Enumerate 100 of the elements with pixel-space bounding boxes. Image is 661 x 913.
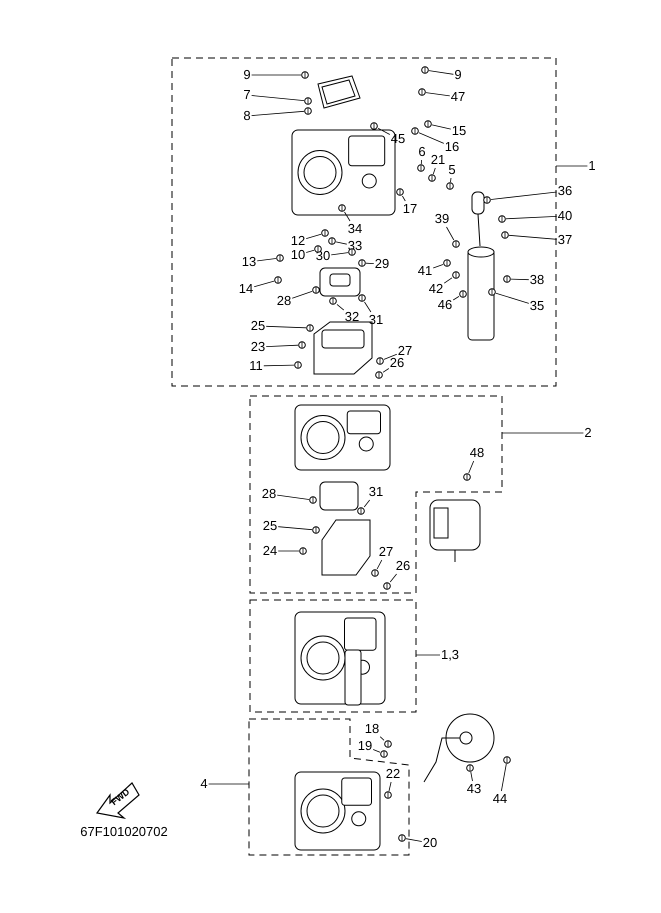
callout-number: 26 [396, 559, 410, 573]
part-icon [274, 276, 282, 284]
leader-line [266, 344, 298, 347]
callout-number: 5 [448, 163, 456, 177]
part-icon [329, 297, 337, 305]
leader-line [506, 216, 558, 220]
callout-number: 18 [364, 722, 380, 736]
leader-line [306, 234, 322, 239]
part-icon [298, 341, 306, 349]
part-icon [276, 254, 284, 262]
leader-line [251, 95, 304, 101]
callout-number: 17 [402, 202, 418, 216]
leader-line [426, 92, 450, 96]
callout-number: 27 [378, 545, 394, 559]
part-icon [299, 547, 307, 555]
callout-number: 41 [418, 264, 432, 278]
callout-number: 19 [358, 739, 372, 753]
callout-number: 42 [428, 282, 444, 296]
leader-line [432, 168, 436, 174]
part-icon [304, 97, 312, 105]
callout-number: 39 [434, 212, 450, 226]
part-icon [396, 188, 404, 196]
part-icon [312, 286, 320, 294]
leader-line [380, 736, 384, 741]
leader-line [388, 782, 392, 792]
part-icon [384, 791, 392, 799]
callout-number: 48 [470, 446, 484, 460]
part-icon [418, 88, 426, 96]
leader-line [306, 250, 314, 253]
leader-line [372, 749, 380, 753]
part-icon [309, 496, 317, 504]
callout-number: 8 [243, 109, 251, 123]
leader-line [432, 264, 444, 268]
leader-line [366, 262, 374, 264]
callout-number: 36 [558, 184, 572, 198]
callout-number: 25 [262, 519, 278, 533]
leader-line [378, 128, 390, 135]
leader-line [416, 654, 440, 656]
callout-number: 13 [242, 255, 256, 269]
callout-number: 46 [438, 298, 452, 312]
callout-number: 25 [250, 319, 266, 333]
callout-number: 28 [262, 487, 276, 501]
part-icon [338, 204, 346, 212]
part-icon [459, 290, 467, 298]
leader-line [446, 226, 454, 240]
leader-line [501, 764, 507, 792]
callout-number: 1,3 [440, 648, 460, 662]
callout-number: 14 [238, 282, 254, 296]
leader-line [418, 132, 444, 144]
callout-number: 6 [418, 145, 426, 159]
part-icon [384, 740, 392, 748]
part-icon [466, 764, 474, 772]
callout-number: 9 [454, 68, 462, 82]
callout-number: 4 [200, 777, 208, 791]
leader-line [278, 526, 312, 530]
callout-number: 27 [398, 344, 412, 358]
part-icon [446, 182, 454, 190]
callout-number: 44 [492, 792, 508, 806]
part-icon [357, 507, 365, 515]
leader-line [402, 196, 406, 202]
part-icon [503, 275, 511, 283]
part-icon [376, 357, 384, 365]
callout-number: 38 [530, 273, 544, 287]
leader-line [266, 326, 306, 328]
leader-line [376, 560, 382, 570]
callout-number: 47 [450, 90, 466, 104]
leader-line [420, 160, 422, 164]
part-icon [306, 324, 314, 332]
leader-line [470, 772, 473, 782]
callout-number: 31 [368, 485, 384, 499]
leader-line [406, 838, 422, 842]
part-icon [370, 122, 378, 130]
part-icon [380, 750, 388, 758]
callout-number: 29 [374, 257, 390, 271]
part-icon [328, 237, 336, 245]
callout-number: 34 [348, 222, 362, 236]
part-code: 67F101020702 [80, 825, 168, 839]
callout-number: 11 [249, 359, 263, 373]
leader-line [428, 70, 454, 75]
part-icon [294, 361, 302, 369]
part-icon [421, 66, 429, 74]
callout-number: 9 [243, 68, 251, 82]
part-icon [503, 756, 511, 764]
leader-line [254, 280, 274, 288]
callout-number: 12 [290, 234, 306, 248]
leader-line [251, 74, 302, 76]
callout-number: 37 [558, 233, 572, 247]
leader-line [444, 277, 452, 284]
leader-line [364, 302, 372, 312]
leader-line [490, 192, 558, 200]
callout-number: 1 [588, 159, 596, 173]
callout-number: 7 [243, 88, 251, 102]
leader-line [382, 368, 390, 373]
leader-line [496, 292, 530, 304]
callout-number: 28 [276, 294, 292, 308]
part-icon [501, 231, 509, 239]
callout-number: 23 [250, 340, 266, 354]
part-icon [312, 526, 320, 534]
callout-number: 26 [390, 356, 404, 370]
leader-line [510, 278, 530, 280]
